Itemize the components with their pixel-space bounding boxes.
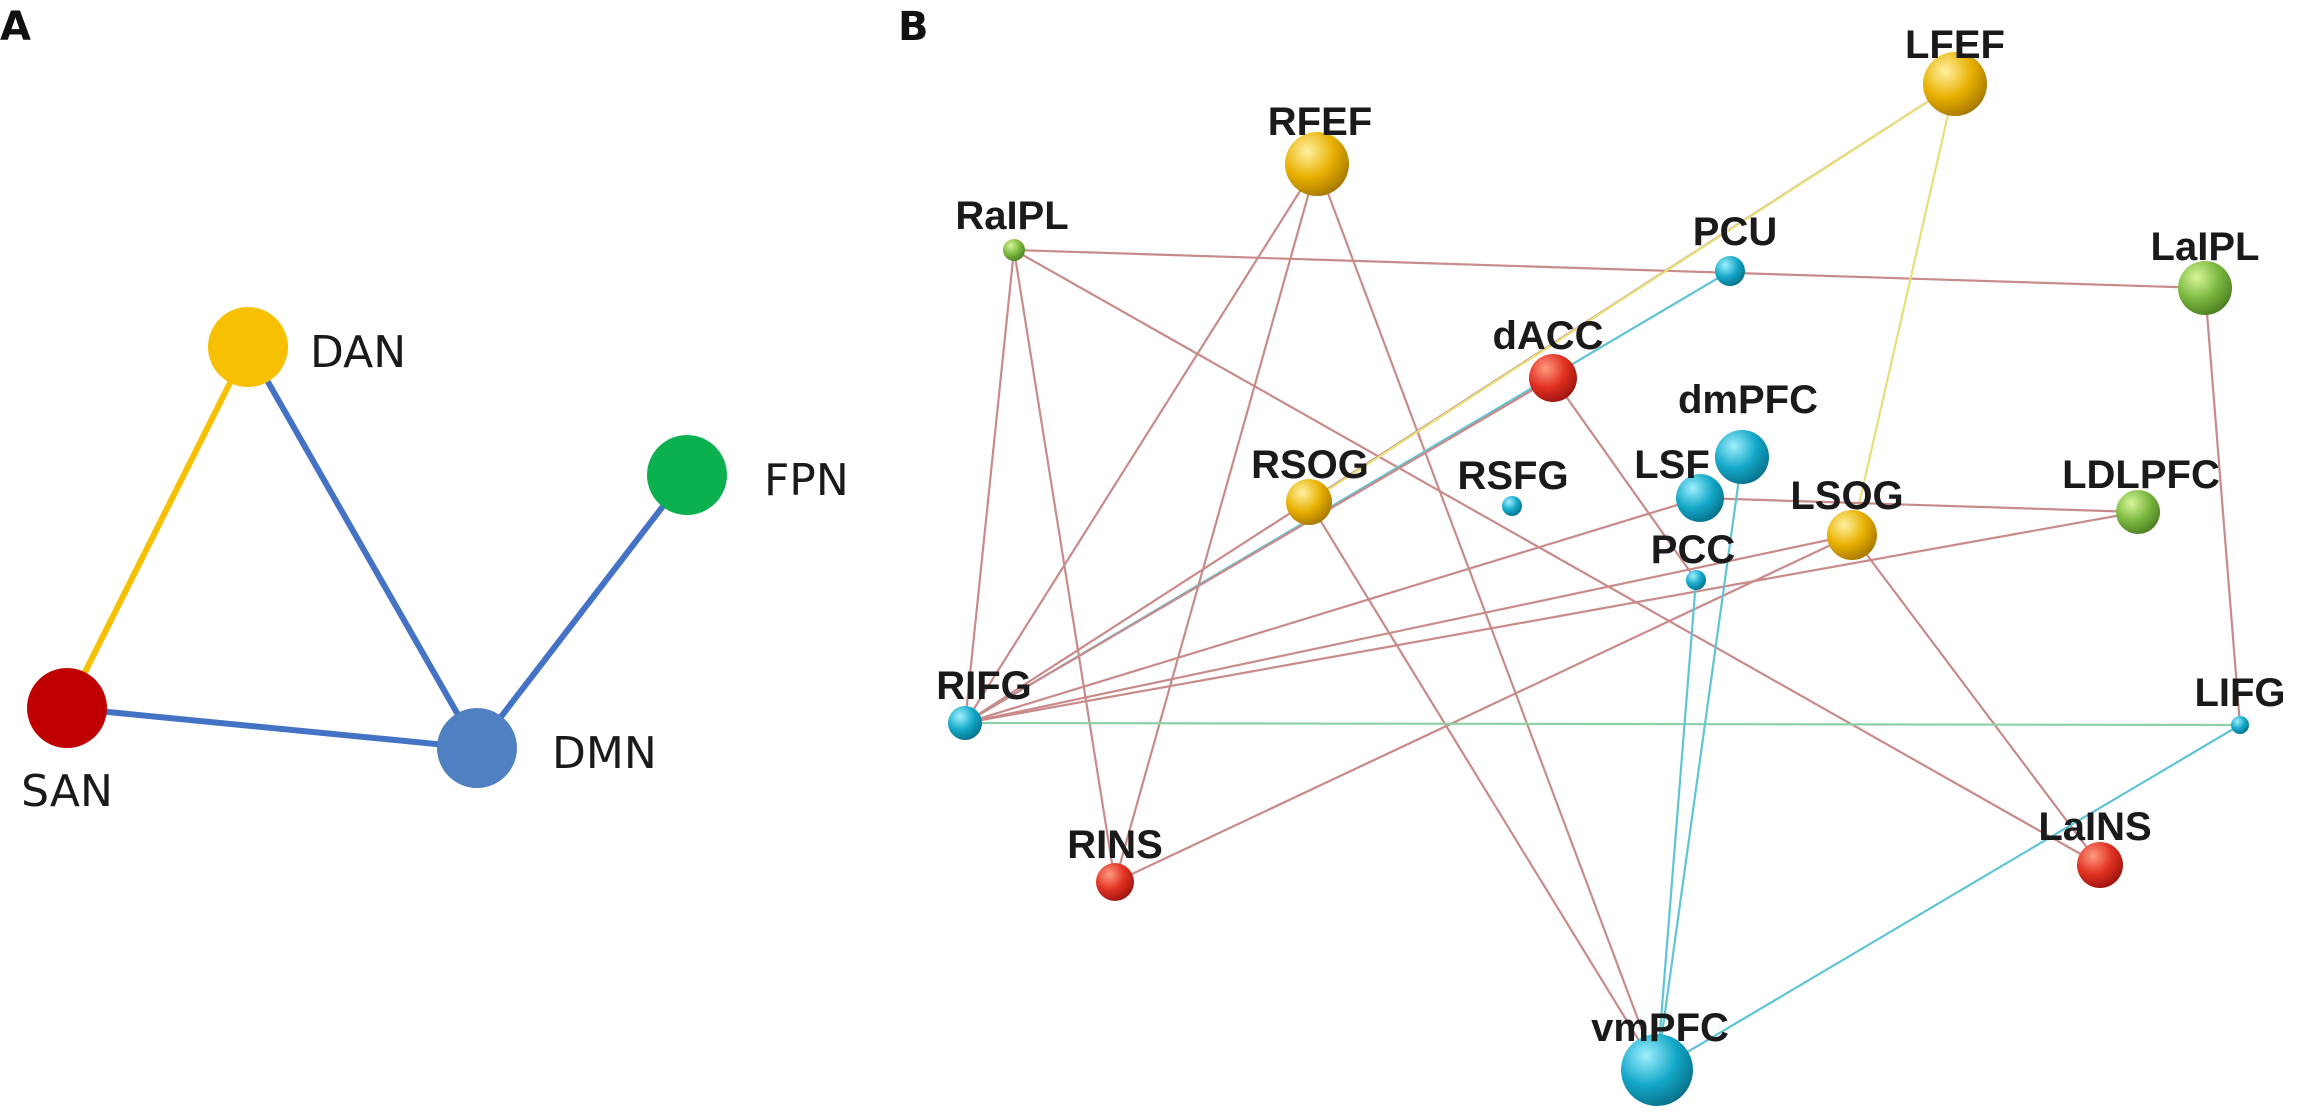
node-label-lains: LaINS	[2038, 805, 2151, 849]
node-label-vmpfc: vmPFC	[1591, 1006, 1729, 1050]
edge-lsf-rifg	[964, 496, 1701, 725]
panel-b-connectivity-graph: B LFEF RFEF RaIPL PCU LaIPL dACC dmPFC RSOG RSFG…	[898, 4, 2286, 1106]
node-lsog	[1827, 510, 1877, 560]
edge-san-dmn	[66, 705, 478, 751]
node-label-rifg: RIFG	[936, 664, 1032, 708]
edge-lsog-rins	[1114, 534, 1853, 883]
edge-lifg-vmpfc	[1656, 724, 2241, 1071]
panel-a-label: A	[0, 4, 31, 50]
edge-lsog-lains	[1851, 534, 2101, 866]
node-vmpfc	[1621, 1034, 1693, 1106]
edge-rfef-vmpfc	[1315, 163, 1659, 1071]
panel-a-labels: DAN FPN SAN DMN	[21, 327, 849, 817]
edge-dacc-pcc	[1552, 377, 1697, 581]
node-label-pcc: PCC	[1651, 528, 1735, 572]
node-raipl	[1003, 239, 1025, 261]
node-label-san: SAN	[21, 766, 113, 817]
node-label-dmn: DMN	[552, 728, 657, 779]
node-lsf	[1676, 474, 1724, 522]
node-label-ldlpfc: LDLPFC	[2062, 453, 2220, 497]
panel-a-nodes	[27, 307, 727, 788]
panel-b-labels: LFEF RFEF RaIPL PCU LaIPL dACC dmPFC RSOG RSFG LS…	[936, 23, 2285, 1050]
panel-b-edges	[963, 83, 2242, 1071]
node-lains	[2077, 842, 2123, 888]
edge-lfef-rsog	[1308, 83, 1956, 503]
panel-b-label: B	[898, 4, 929, 50]
edge-ldlpfc-rifg	[964, 510, 2139, 725]
edge-lfef-lsog	[1850, 83, 1957, 536]
node-label-raipl: RaIPL	[955, 194, 1068, 238]
node-dacc	[1529, 354, 1577, 402]
node-label-lsf: LSF	[1634, 443, 1710, 487]
node-label-rins: RINS	[1067, 823, 1163, 867]
node-pcu	[1715, 256, 1745, 286]
edge-dmpfc-vmpfc	[1655, 456, 1744, 1071]
node-ldlpfc	[2116, 490, 2160, 534]
node-dan	[208, 307, 288, 387]
panel-a-network-graph: A DAN FPN SAN DMN	[0, 4, 849, 817]
edge-fpn-dmn	[474, 473, 690, 750]
edge-raipl-rifg	[963, 249, 1016, 724]
node-san	[27, 668, 107, 748]
node-rifg	[948, 706, 982, 740]
node-label-rfef: RFEF	[1268, 100, 1372, 144]
edge-rfef-rifg	[964, 163, 1318, 724]
edge-laipl-lifg	[2203, 287, 2242, 726]
node-label-rsfg: RSFG	[1457, 454, 1568, 498]
node-rins	[1096, 863, 1134, 901]
node-label-dmpfc: dmPFC	[1678, 378, 1818, 422]
node-dmpfc	[1715, 430, 1769, 484]
panel-a-edges	[64, 345, 690, 751]
node-rsog	[1286, 479, 1332, 525]
edge-lsog-rifg	[964, 533, 1853, 725]
panel-b-nodes	[948, 52, 2249, 1106]
node-label-dacc: dACC	[1492, 314, 1603, 358]
edge-rfef-rins	[1113, 163, 1319, 883]
node-rsfg	[1502, 496, 1522, 516]
edge-raipl-laipl	[1013, 248, 2206, 290]
node-label-lfef: LFEF	[1905, 23, 2005, 67]
edge-rifg-lifg	[964, 721, 2241, 727]
node-label-laipl: LaIPL	[2151, 225, 2260, 269]
edge-san-dan	[64, 345, 251, 710]
edge-pcc-vmpfc	[1655, 579, 1698, 1071]
node-laipl	[2178, 261, 2232, 315]
node-label-lsog: LSOG	[1790, 474, 1903, 518]
node-lifg	[2231, 716, 2249, 734]
node-rfef	[1285, 132, 1349, 196]
node-lfef	[1923, 52, 1987, 116]
edge-dacc-rifg	[964, 377, 1554, 724]
node-label-lifg: LIFG	[2194, 671, 2285, 715]
node-label-rsog: RSOG	[1251, 443, 1369, 487]
edge-rsog-vmpfc	[1308, 501, 1658, 1071]
edge-raipl-lains	[1013, 249, 2101, 866]
node-label-pcu: PCU	[1693, 210, 1777, 254]
node-fpn	[647, 435, 727, 515]
node-pcc	[1686, 570, 1706, 590]
node-label-dan: DAN	[310, 327, 406, 378]
node-dmn	[437, 708, 517, 788]
node-label-fpn: FPN	[764, 455, 849, 506]
edge-dan-dmn	[245, 345, 480, 750]
edge-ldlpfc-lsf	[1699, 496, 2139, 514]
